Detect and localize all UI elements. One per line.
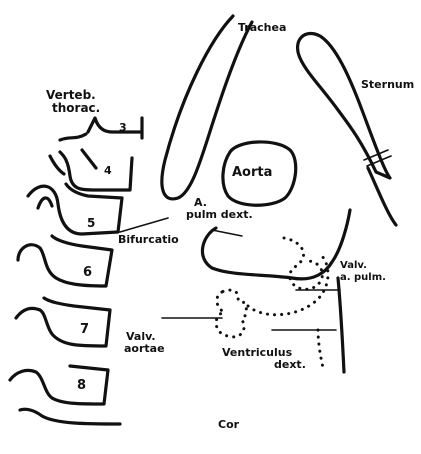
vertebra-4-body — [60, 150, 132, 190]
vertebra-4-arch — [50, 156, 64, 174]
vertebra-number-3: 3 — [119, 121, 127, 134]
anterior-heart-border — [338, 278, 344, 372]
pulmonary-valve-contour — [284, 238, 322, 289]
vertebra-7-body — [16, 298, 110, 346]
verteb-label-line1: Verteb. — [46, 88, 96, 102]
vertebra-3-arch — [60, 134, 86, 140]
aortic-valve-contour — [216, 290, 246, 337]
ventricle-dotted-lower — [318, 330, 324, 372]
valv-apulm-label-line1: Valv. — [340, 260, 367, 271]
vertebra-3-body — [88, 118, 142, 138]
valv-apulm-label-line2: a. pulm. — [340, 272, 386, 283]
verteb-label-line2: thorac. — [52, 101, 100, 115]
vertebra-number-7: 7 — [80, 322, 89, 337]
sternum-label: Sternum — [361, 78, 414, 91]
vertebra-number-6: 6 — [83, 265, 92, 280]
sternum-outline — [298, 33, 390, 178]
vertebral-column — [10, 118, 142, 424]
cor-label: Cor — [218, 418, 240, 431]
trachea-label: Trachea — [238, 21, 286, 34]
vertebra-number-8: 8 — [77, 378, 86, 393]
aorta-label: Aorta — [232, 165, 272, 180]
vertebra-number-4: 4 — [104, 164, 112, 177]
bifurcatio-label: Bifurcatio — [118, 233, 179, 246]
valv-aortae-label-line2: aortae — [124, 342, 165, 355]
vertebra-5-notch — [38, 198, 52, 208]
pointer-a-pulm-dext — [212, 230, 242, 236]
vertebra-number-5: 5 — [87, 216, 95, 230]
ventriculus-label-line2: dext. — [274, 358, 306, 371]
vertebra-6-body — [18, 236, 112, 286]
vertebra-9-top — [20, 409, 120, 424]
pointer-bifurcatio — [120, 218, 168, 232]
vertebra-8-body — [10, 366, 108, 404]
a-pulm-label-line2: pulm dext. — [186, 208, 253, 221]
sternum-lower — [368, 168, 396, 225]
